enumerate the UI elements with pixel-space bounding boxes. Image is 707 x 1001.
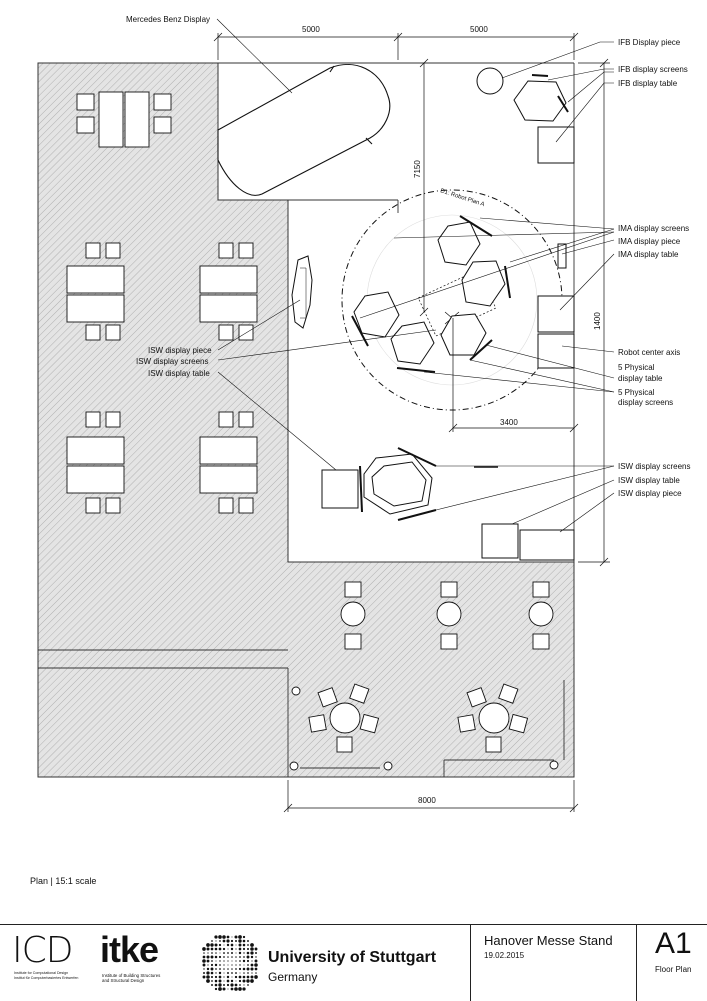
leader-lines [216, 18, 615, 533]
ifb-display [476, 67, 575, 164]
title-block: ICD Institute for Computational Design I… [0, 924, 707, 1001]
dimension-lines [213, 32, 610, 813]
sheet-title: Floor Plan [655, 965, 692, 974]
icd-subtitle-line-1: Institute for Computational Design [14, 971, 69, 975]
logos-cell: ICD Institute for Computational Design I… [0, 925, 471, 1001]
label-isw-left-piece: ISW display piece [148, 346, 212, 355]
label-isw-right-piece: ISW display piece [618, 489, 682, 498]
label-physical-table-2: display table [618, 374, 663, 383]
dim-top-left: 5000 [302, 25, 320, 34]
left-tables [66, 91, 258, 514]
dim-bottom: 8000 [418, 796, 436, 805]
dim-robot-offset: 3400 [500, 418, 518, 427]
itke-logo: itke [100, 929, 159, 970]
robot-plan-label: D1: Robot Plan A [439, 188, 485, 208]
robot-display-screens [351, 215, 511, 373]
label-isw-right-table: ISW display table [618, 476, 680, 485]
university-country: Germany [268, 970, 318, 984]
isw-center-display [321, 447, 575, 561]
sheet-number: A1 [655, 927, 692, 960]
label-isw-left-table: ISW display table [148, 369, 210, 378]
label-mercedes: Mercedes Benz Display [126, 15, 210, 24]
label-physical-screens-2: display screens [618, 398, 673, 407]
label-physical-table-1: 5 Physical [618, 363, 655, 372]
icd-subtitle: Institute for Computational Design Insti… [14, 971, 94, 980]
isw-left-piece [291, 255, 313, 329]
icd-subtitle-line-2: Institut für Computerbasiertes Entwerfen [14, 975, 79, 980]
university-name: University of Stuttgart [268, 949, 437, 966]
label-ifb-screens: IFB display screens [618, 65, 688, 74]
label-ima-screens: IMA display screens [618, 224, 689, 233]
label-ifb-table: IFB display table [618, 79, 678, 88]
label-robot-axis: Robot center axis [618, 348, 680, 357]
mercedes-display [217, 64, 391, 196]
floor-plan: 5000 5000 7150 1400 3400 8000 D1: Robot … [37, 15, 690, 813]
callouts: Mercedes Benz Display IFB Display piece … [126, 15, 690, 498]
itke-subtitle-line-1: Institute of Building Structures [102, 973, 161, 978]
university-seal-icon [202, 935, 258, 991]
ima-display [537, 243, 575, 369]
project-date: 19.02.2015 [484, 951, 525, 960]
project-title: Hanover Messe Stand [484, 933, 613, 948]
icd-logo: ICD [12, 930, 73, 971]
label-ifb-piece: IFB Display piece [618, 38, 681, 47]
itke-subtitle-line-2: and Structural Design [102, 978, 145, 984]
itke-subtitle: Institute of Building Structures and Str… [102, 973, 182, 984]
dim-vertical-right: 1400 [593, 312, 602, 330]
label-physical-screens-1: 5 Physical [618, 388, 655, 397]
label-ima-piece: IMA display piece [618, 237, 681, 246]
dim-vertical-left: 7150 [413, 160, 422, 178]
label-isw-left-screens: ISW display screens [136, 357, 208, 366]
project-cell: Hanover Messe Stand 19.02.2015 [471, 925, 637, 1001]
bottom-tables [289, 581, 559, 771]
sheet-cell: A1 Floor Plan [637, 925, 707, 1001]
label-ima-table: IMA display table [618, 250, 679, 259]
hatched-floor [37, 62, 575, 778]
scale-note: Plan | 15:1 scale [30, 876, 97, 886]
label-isw-right-screens: ISW display screens [618, 462, 690, 471]
dim-top-right: 5000 [470, 25, 488, 34]
